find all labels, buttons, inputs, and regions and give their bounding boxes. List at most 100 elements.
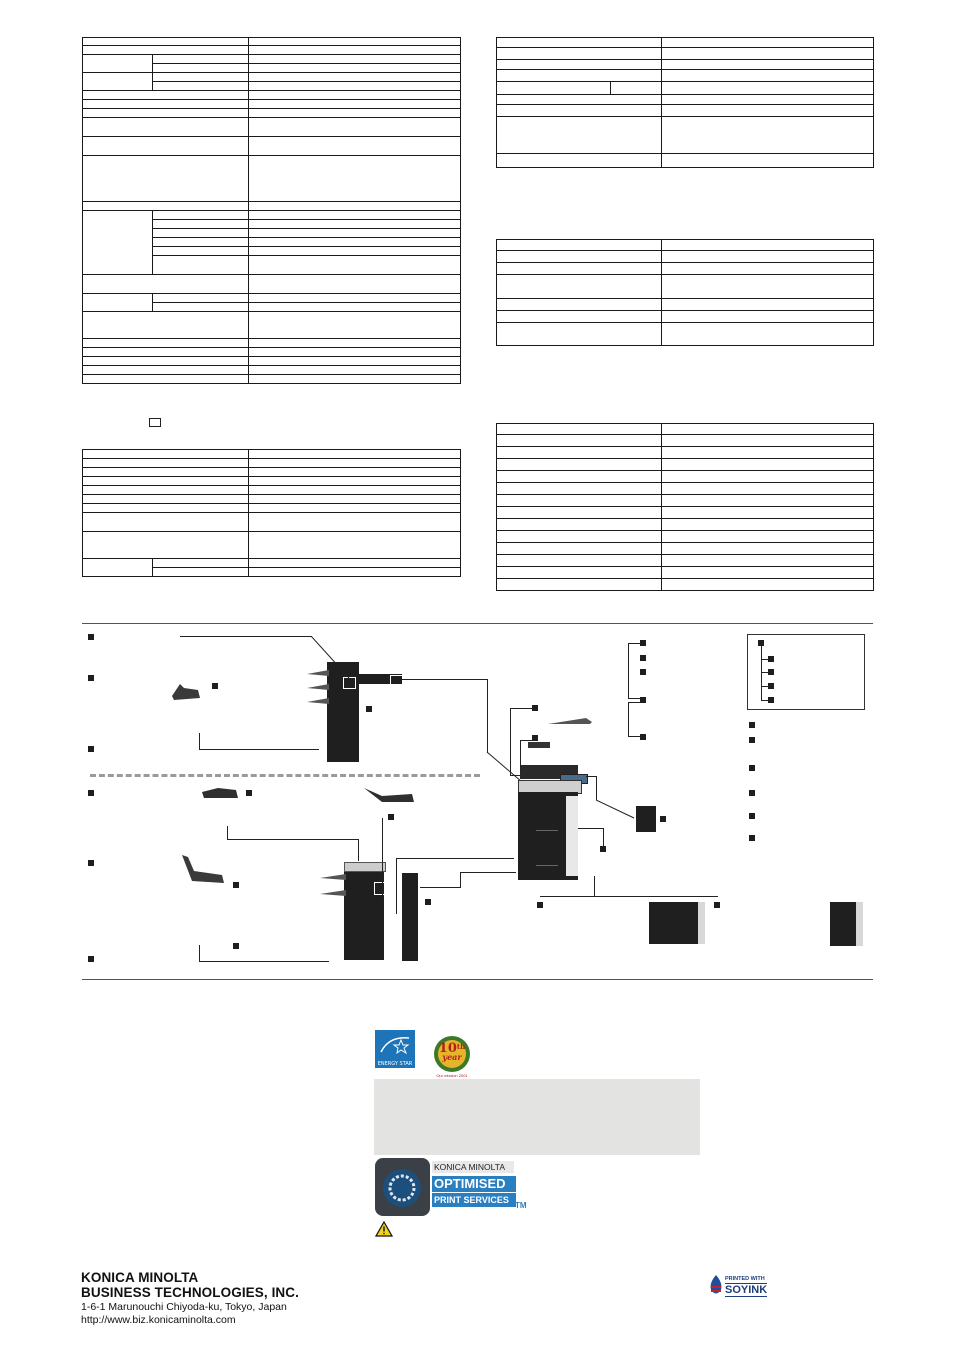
ops-dial-icon — [383, 1169, 421, 1207]
leader-line — [520, 740, 532, 741]
leader-line — [761, 700, 768, 701]
option-marker — [749, 737, 755, 743]
leader-line — [628, 698, 640, 699]
options-bottom-rule — [82, 979, 873, 980]
option-marker — [768, 683, 774, 689]
option-marker — [366, 706, 372, 712]
leader-line — [628, 643, 629, 699]
leader-line — [402, 679, 488, 680]
options-box — [747, 634, 865, 710]
finisher-top — [344, 862, 386, 872]
leader-line — [486, 752, 523, 783]
mfp-side-panel — [566, 796, 578, 876]
ops-brand-label: KONICA MINOLTA — [432, 1161, 514, 1173]
finisher-tray-icon — [172, 684, 200, 700]
spec-table-right-2 — [496, 239, 874, 346]
option-marker — [388, 814, 394, 820]
option-marker — [768, 697, 774, 703]
company-url-link[interactable]: http://www.biz.konicaminolta.com — [81, 1314, 236, 1326]
output-tray-icon — [202, 788, 238, 798]
soy-flag-icon — [710, 1275, 722, 1294]
option-marker — [640, 655, 646, 661]
leader-line — [540, 896, 718, 897]
option-marker — [88, 675, 94, 681]
leader-line — [487, 679, 488, 753]
option-marker — [88, 790, 94, 796]
ops-title: OPTIMISED — [432, 1176, 516, 1192]
option-marker — [88, 860, 94, 866]
leader-line — [603, 828, 604, 846]
leader-line — [199, 733, 200, 750]
leader-line — [227, 826, 228, 840]
option-marker — [749, 790, 755, 796]
option-marker — [212, 683, 218, 689]
leader-line — [628, 736, 640, 737]
leader-line — [628, 702, 640, 703]
option-marker — [532, 735, 538, 741]
output-tray-icon — [364, 788, 414, 802]
finisher-tray-icon — [182, 855, 224, 883]
leader-line — [420, 887, 460, 888]
anniversary-since: Our mission 2001 — [436, 1073, 468, 1078]
option-marker — [768, 656, 774, 662]
mfp-drawer-lines — [536, 830, 558, 866]
leader-line — [628, 702, 629, 737]
ops-subtitle: PRINT SERVICES — [432, 1193, 516, 1207]
option-marker — [246, 790, 252, 796]
option-marker — [88, 634, 94, 640]
leader-line — [199, 749, 319, 750]
leader-line — [520, 740, 521, 770]
spec-table-left-2 — [82, 449, 461, 577]
leader-line — [628, 643, 640, 644]
option-marker — [749, 765, 755, 771]
leader-line — [594, 876, 595, 896]
energy-star-icon — [380, 1037, 410, 1055]
finisher-trays-icon — [307, 670, 329, 704]
leader-line — [761, 659, 768, 660]
energy-star-label: ENERGY STAR — [377, 1061, 413, 1067]
leader-line — [199, 945, 200, 962]
tenth-year-badge: 10th year Our mission 2001 — [428, 1034, 476, 1080]
option-marker — [640, 697, 646, 703]
option-marker — [758, 640, 764, 646]
spec-table-right-3 — [496, 423, 874, 591]
option-marker — [640, 640, 646, 646]
leader-line — [596, 776, 597, 800]
option-marker — [714, 902, 720, 908]
leader-line — [460, 872, 516, 873]
option-marker — [532, 705, 538, 711]
option-marker — [640, 669, 646, 675]
large-capacity-unit-tall — [830, 902, 856, 946]
option-marker — [749, 722, 755, 728]
callout-box — [343, 677, 356, 689]
leader-line — [396, 858, 397, 914]
leader-line — [510, 775, 520, 776]
callout-box — [390, 675, 403, 687]
option-marker — [425, 899, 431, 905]
large-capacity-unit — [402, 873, 418, 961]
leader-line — [396, 858, 514, 859]
company-name-line1: KONICA MINOLTA — [81, 1270, 199, 1285]
option-marker — [660, 816, 666, 822]
authentication-unit — [636, 806, 656, 832]
warning-icon — [375, 1221, 393, 1237]
leader-line — [761, 672, 768, 673]
leader-line — [761, 686, 768, 687]
leader-line — [199, 961, 329, 962]
leader-line — [227, 839, 359, 840]
option-marker — [640, 734, 646, 740]
lcu-tall-side — [856, 902, 863, 946]
leader-line — [761, 646, 762, 700]
paper-size-icon — [149, 418, 161, 427]
option-marker — [88, 746, 94, 752]
large-capacity-unit — [649, 902, 699, 944]
callout-box — [374, 882, 387, 895]
finisher-unit-2 — [344, 870, 384, 960]
option-marker — [233, 882, 239, 888]
option-marker — [600, 846, 606, 852]
finisher-top-bridge — [342, 674, 402, 684]
laurel-icon — [434, 1036, 470, 1072]
option-marker — [749, 835, 755, 841]
soy-ink-logo: PRINTED WITH SOYINK — [708, 1274, 774, 1300]
option-marker — [88, 956, 94, 962]
